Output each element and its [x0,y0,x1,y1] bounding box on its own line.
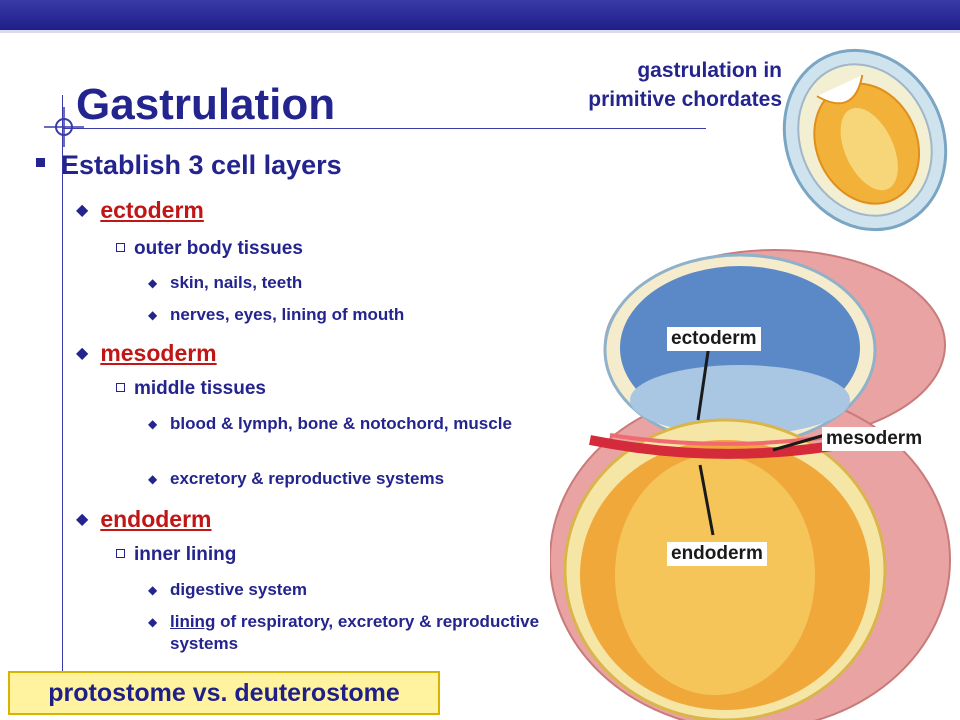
layer-mesoderm-link[interactable]: mesoderm [100,340,217,366]
detail-item: ◆excretory & reproductive systems [148,469,445,488]
square-bullet-icon [36,158,45,168]
hollow-square-bullet-icon [116,549,125,558]
diagram-label-ectoderm: ectoderm [667,327,761,351]
small-diamond-bullet-icon: ◆ [148,615,158,629]
primitive-chordate-embryo-illustration [782,48,948,232]
detail-item: ◆skin, nails, teeth [148,273,303,292]
small-diamond-bullet-icon: ◆ [148,308,158,322]
hollow-square-bullet-icon [116,383,125,392]
diamond-bullet-icon: ◆ [76,202,89,219]
small-diamond-bullet-icon: ◆ [148,276,158,290]
small-diamond-bullet-icon: ◆ [148,472,158,486]
gastrula-cross-section-illustration [550,249,951,720]
diamond-bullet-icon: ◆ [76,345,89,362]
protostome-vs-deuterostome-button[interactable]: protostome vs. deuterostome [8,671,440,715]
detail-item: ◆blood & lymph, bone & notochord, muscle [148,414,512,433]
detail-item: ◆digestive system [148,580,308,599]
diamond-bullet-icon: ◆ [76,511,89,528]
lining-link[interactable]: lining [170,612,216,631]
page-title: Gastrulation [76,80,336,129]
layer-mesoderm-sub: middle tissues [116,378,266,400]
bullet-main: Establish 3 cell layers [36,150,342,181]
layer-endoderm-link[interactable]: endoderm [100,506,212,532]
caption-line-1: gastrulation in [637,59,782,82]
layer-endoderm: ◆ endoderm [76,506,212,533]
caption-line-2: primitive chordates [588,88,782,111]
bullet-main-text: Establish 3 cell layers [61,150,342,180]
detail-item: ◆lining of respiratory, excretory & repr… [148,612,540,653]
layer-ectoderm-sub: outer body tissues [116,238,303,260]
diagram-label-mesoderm: mesoderm [822,427,927,451]
layer-ectoderm: ◆ ectoderm [76,197,204,224]
title-vertical-rule [62,95,63,695]
small-diamond-bullet-icon: ◆ [148,583,158,597]
layer-endoderm-sub: inner lining [116,544,236,566]
layer-ectoderm-link[interactable]: ectoderm [100,197,204,223]
top-bar-divider [0,30,960,33]
layer-mesoderm: ◆ mesoderm [76,340,217,367]
crosshair-icon [44,107,84,147]
figure-caption: gastrulation in primitive chordates [588,56,782,114]
detail-item: ◆nerves, eyes, lining of mouth [148,305,405,324]
title-rule [62,128,706,129]
diagram-label-endoderm: endoderm [667,542,767,566]
hollow-square-bullet-icon [116,243,125,252]
top-bar [0,0,960,30]
small-diamond-bullet-icon: ◆ [148,417,158,431]
